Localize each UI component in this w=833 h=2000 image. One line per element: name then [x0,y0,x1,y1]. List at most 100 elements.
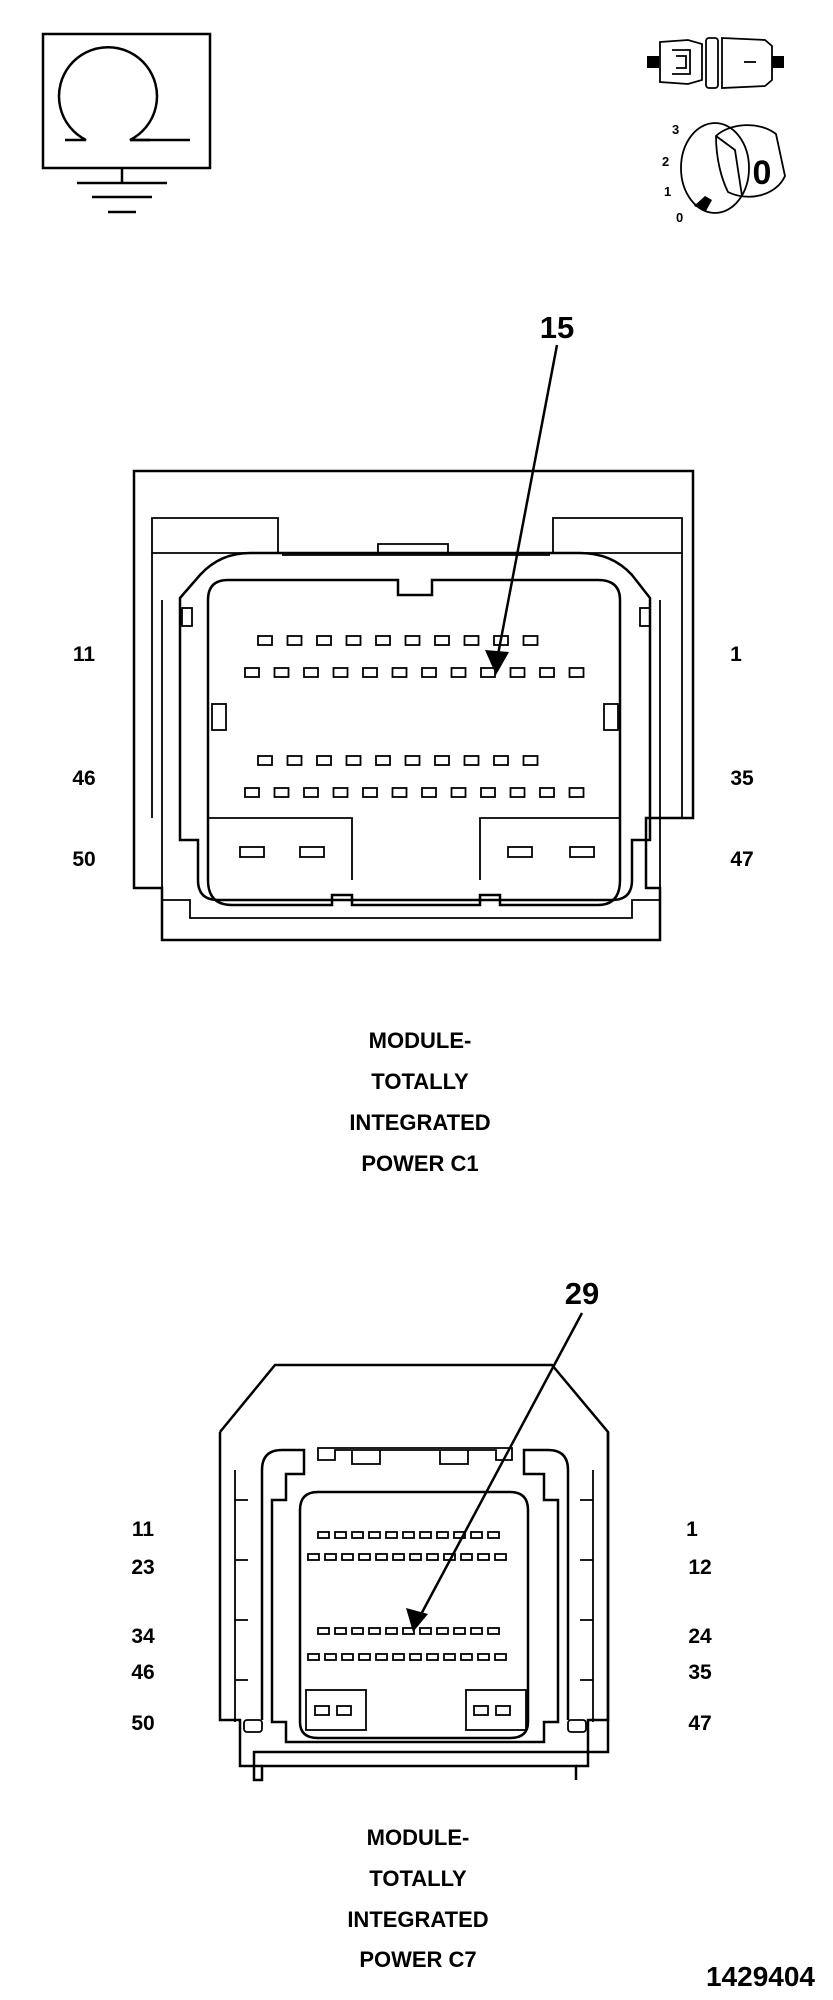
c7-cavity [487,1627,500,1635]
c7-callout-label: 29 [565,1276,599,1311]
c1-cavity [332,787,349,798]
figure-number: 1429404 [706,1961,815,1992]
c1-title-line-1: MODULE- [369,1028,472,1053]
c7-cavity [494,1653,507,1661]
c7-cavity [334,1531,347,1539]
c1-cavity [391,667,408,678]
c7-cavity-array [307,1531,507,1661]
c7-cavity [460,1553,473,1561]
c7-pin-label-12: 12 [688,1556,711,1579]
ignition-position-2: 2 [662,154,669,169]
c7-cavity [307,1653,320,1661]
c7-cavity [317,1531,330,1539]
ignition-position-0: 0 [676,210,683,225]
c1-cavity [244,667,260,678]
ohmmeter-ground-icon [41,32,212,214]
c7-cavity [436,1627,449,1635]
c7-cavity [385,1531,398,1539]
c1-cavity [362,667,378,678]
c7-cavity [419,1627,432,1635]
c7-cavity [392,1553,405,1561]
c7-cavity [341,1653,354,1661]
c1-cavity [434,755,450,766]
c1-cavity [568,667,585,678]
disconnected-connector-icon [647,37,784,89]
c7-cavity [477,1553,490,1561]
c7-pin-label-35: 35 [688,1661,712,1684]
c1-pin-label-46: 46 [72,767,95,790]
c1-pin-label-35: 35 [730,767,754,790]
c1-cavity [332,667,349,678]
c7-cavity [494,1553,507,1561]
c7-cavity [368,1627,381,1635]
c1-cavity [421,787,437,798]
c1-cavity [539,667,555,678]
c1-cavity [244,787,260,798]
c7-pin-label-34: 34 [131,1625,155,1648]
c7-cavity [324,1653,337,1661]
c7-cavity [436,1531,449,1539]
c7-cavity [351,1531,364,1539]
c7-title-line-3: INTEGRATED [347,1907,488,1932]
c1-cavity [345,635,362,646]
c7-pin-label-47: 47 [688,1712,711,1735]
c7-pin-label-50: 50 [131,1712,154,1735]
c7-pin-label-24: 24 [688,1625,712,1648]
c1-cavity [522,755,539,766]
c1-pin-label-11: 11 [73,643,96,666]
c7-cavity [487,1531,500,1539]
c1-cavity [509,667,526,678]
connector-c7: 29 11 23 34 46 50 1 12 24 35 47 MODULE- … [131,1276,712,1972]
c1-cavity [480,667,496,678]
c1-cavity [463,635,480,646]
c7-pin-label-1: 1 [686,1518,698,1541]
c7-cavity [460,1653,473,1661]
c1-pin-label-50: 50 [72,848,95,871]
c1-title-line-4: POWER C1 [361,1151,478,1176]
c1-cavity [568,787,585,798]
c7-cavity [375,1653,388,1661]
c7-cavity [470,1531,483,1539]
c1-cavity [286,755,303,766]
c7-pin-label-23: 23 [131,1556,154,1579]
c7-cavity [392,1653,405,1661]
ignition-key-off-icon: 3 2 1 0 0 [662,122,786,225]
c1-title-line-3: INTEGRATED [349,1110,490,1135]
c7-cavity [402,1531,415,1539]
c1-cavity [404,635,421,646]
c7-title-line-4: POWER C7 [359,1947,476,1972]
c1-cavity [375,635,391,646]
c1-cavity [273,667,290,678]
c1-cavity [257,635,273,646]
c1-cavity [522,635,539,646]
c7-cavity [324,1553,337,1561]
c7-title-line-2: TOTALLY [369,1866,467,1891]
c1-cavity [421,667,437,678]
c1-cavity [257,755,273,766]
c7-cavity [375,1553,388,1561]
c1-cavity [450,787,467,798]
c1-cavity [345,755,362,766]
c1-cavity [273,787,290,798]
c1-cavity [480,787,496,798]
ignition-position-1: 1 [664,184,671,199]
c1-cavity [434,635,450,646]
c1-cavity [391,787,408,798]
c1-cavity [509,787,526,798]
c7-title-line-1: MODULE- [367,1825,470,1850]
c1-cavity [316,635,332,646]
c7-cavity [368,1531,381,1539]
c1-cavity [463,755,480,766]
c7-cavity [419,1531,432,1539]
c1-pin-label-1: 1 [730,643,742,666]
c7-cavity [351,1627,364,1635]
c7-cavity [402,1627,415,1635]
c7-cavity [307,1553,320,1561]
c7-cavity [334,1627,347,1635]
c7-cavity [477,1653,490,1661]
c7-cavity [358,1553,371,1561]
c1-pin-label-47: 47 [730,848,753,871]
c7-cavity [317,1627,330,1635]
c7-cavity [426,1653,439,1661]
